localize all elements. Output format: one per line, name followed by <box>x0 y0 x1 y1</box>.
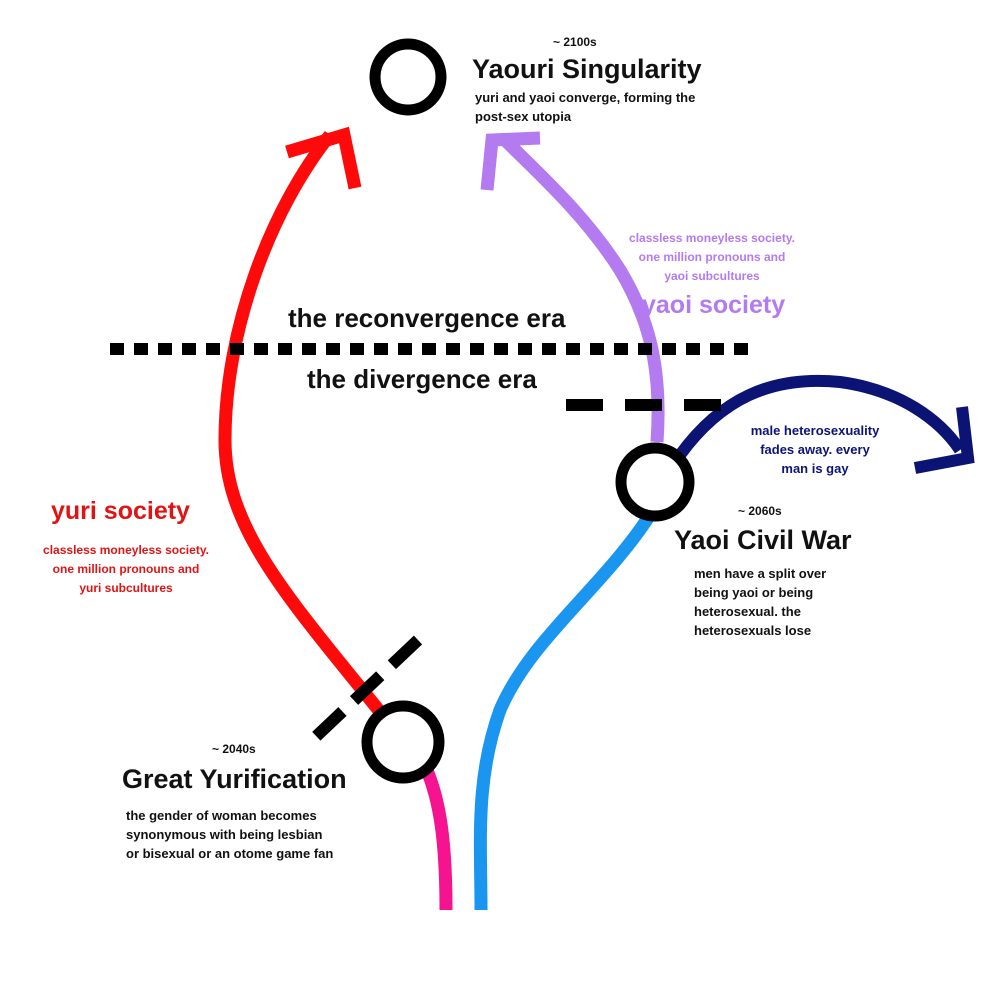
yaoi-line <box>500 135 665 443</box>
yurification-date: ~ 2040s <box>212 742 256 756</box>
civil-war-date: ~ 2060s <box>738 504 782 518</box>
singularity-title: Yaouri Singularity <box>472 54 702 84</box>
yaoi-arrowhead <box>480 131 541 191</box>
hetero-arrowhead <box>913 406 975 474</box>
yuri-line <box>218 130 391 723</box>
singularity-desc: yuri and yaoi converge, forming the post… <box>475 90 696 124</box>
yaoi-society-desc: classless moneyless society. one million… <box>629 231 795 283</box>
divergence-era-label: the divergence era <box>307 364 537 394</box>
yurification-title: Great Yurification <box>122 764 347 794</box>
men-line-blue <box>473 514 654 911</box>
hetero-line <box>675 374 965 459</box>
yaoi-society-label: yaoi society <box>642 291 786 319</box>
yurification-marker <box>361 700 445 784</box>
civil-war-marker <box>615 442 695 522</box>
yurification-desc: the gender of woman becomes synonymous w… <box>126 808 334 861</box>
yuri-society-label: yuri society <box>51 497 190 525</box>
civil-war-title: Yaoi Civil War <box>674 525 852 555</box>
yuri-arrowhead <box>285 126 362 190</box>
yuri-society-desc: classless moneyless society. one million… <box>43 543 209 595</box>
reconvergence-era-label: the reconvergence era <box>288 303 566 333</box>
hetero-desc: male heterosexuality fades away. every m… <box>750 423 880 476</box>
civil-war-desc: men have a split over being yaoi or bein… <box>694 566 827 638</box>
yurification-divider <box>301 635 423 751</box>
singularity-date: ~ 2100s <box>553 35 597 49</box>
singularity-marker <box>369 38 447 116</box>
